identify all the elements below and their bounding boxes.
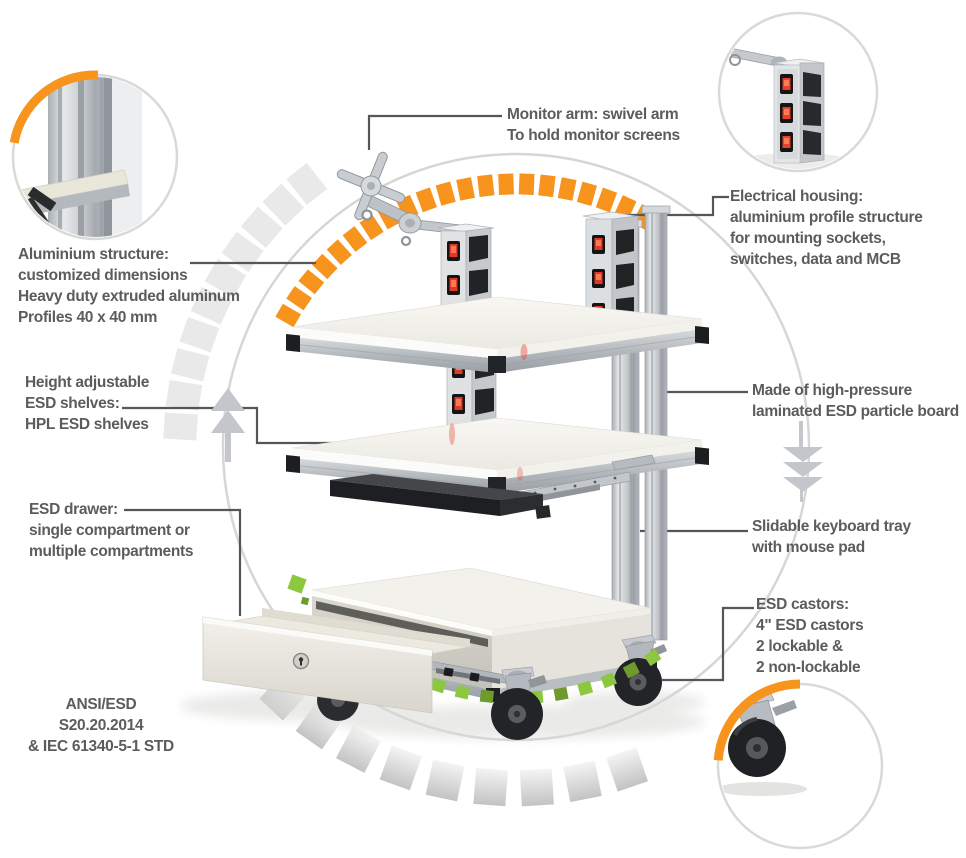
callout-particle-board: Made of high-pressure laminated ESD part… xyxy=(752,380,959,422)
callout-keyboard-tray: Slidable keyboard tray with mouse pad xyxy=(752,516,911,558)
callout-line: Slidable keyboard tray xyxy=(752,518,911,535)
callout-line: Monitor arm: swivel arm xyxy=(507,106,679,123)
callout-line: To hold monitor screens xyxy=(507,127,680,144)
callout-line: aluminium profile structure xyxy=(730,209,923,226)
callout-line: Aluminium structure: xyxy=(18,246,169,263)
cart-illustration xyxy=(202,151,709,740)
callout-line: Electrical housing: xyxy=(730,188,863,205)
cart-column-rear xyxy=(641,205,671,641)
inset-orange-arc xyxy=(9,70,99,144)
callout-line: Profiles 40 x 40 mm xyxy=(18,309,158,326)
callout-line: multiple compartments xyxy=(29,543,194,560)
callout-line: ESD castors: xyxy=(756,596,849,613)
callout-electrical-housing: Electrical housing: aluminium profile st… xyxy=(730,186,923,270)
callout-monitor-arm: Monitor arm: swivel arm To hold monitor … xyxy=(507,104,680,146)
callout-line: laminated ESD particle board xyxy=(752,403,959,420)
electrical-housing-right xyxy=(582,211,642,323)
callout-esd-castors: ESD castors: 4" ESD castors 2 lockable &… xyxy=(756,594,864,678)
vesa-star-mount xyxy=(336,151,406,221)
callout-line: ESD shelves: xyxy=(25,395,120,412)
callout-line: customized dimensions xyxy=(18,267,188,284)
inset-orange-arc xyxy=(713,679,801,761)
height-adjust-up-arrow-icon xyxy=(211,388,245,462)
callout-line: ANSI/ESD S20.20.2014 xyxy=(58,696,144,734)
callout-esd-drawer: ESD drawer: single compartment or multip… xyxy=(29,499,194,562)
callout-line: ESD drawer: xyxy=(29,501,118,518)
callout-aluminium-structure: Aluminium structure: customized dimensio… xyxy=(18,244,240,328)
esd-drawer-open xyxy=(202,608,517,714)
connector-esd-drawer xyxy=(124,508,242,616)
callout-line: for mounting sockets, xyxy=(730,230,886,247)
power-sockets xyxy=(616,229,634,323)
inset-esd-castor xyxy=(713,679,884,850)
connector-monitor-arm xyxy=(367,114,502,150)
callout-line: single compartment or xyxy=(29,522,190,539)
callout-connector-lines xyxy=(122,114,754,682)
drawer-lock xyxy=(292,652,310,670)
callout-line: 2 non-lockable xyxy=(756,659,861,676)
callout-line: 4" ESD castors xyxy=(756,617,864,634)
callout-esd-shelves: Height adjustable ESD shelves: HPL ESD s… xyxy=(25,372,149,435)
standards-note: ANSI/ESD S20.20.2014 & IEC 61340-5-1 STD xyxy=(22,694,180,757)
segmented-arcs xyxy=(163,162,656,807)
callout-line: 2 lockable & xyxy=(756,638,843,655)
connector-esd-shelves xyxy=(122,406,338,445)
switch-reflections xyxy=(449,344,528,481)
keyboard-tray xyxy=(330,454,656,519)
castor-front xyxy=(491,666,547,740)
top-shelf xyxy=(286,296,709,373)
inset-electrical-housing xyxy=(717,11,879,173)
callout-line: HPL ESD shelves xyxy=(25,416,149,433)
connector-esd-castors xyxy=(662,606,754,682)
callout-line: Height adjustable xyxy=(25,374,150,391)
callout-line: with mouse pad xyxy=(752,539,865,556)
callout-line: Made of high-pressure xyxy=(752,382,912,399)
callout-line: & IEC 61340-5-1 STD xyxy=(28,738,174,755)
callout-line: Heavy duty extruded aluminum xyxy=(18,288,240,305)
board-down-arrow-icon xyxy=(783,421,823,502)
inset-aluminium-profile xyxy=(9,70,179,241)
callout-line: switches, data and MCB xyxy=(730,251,901,268)
